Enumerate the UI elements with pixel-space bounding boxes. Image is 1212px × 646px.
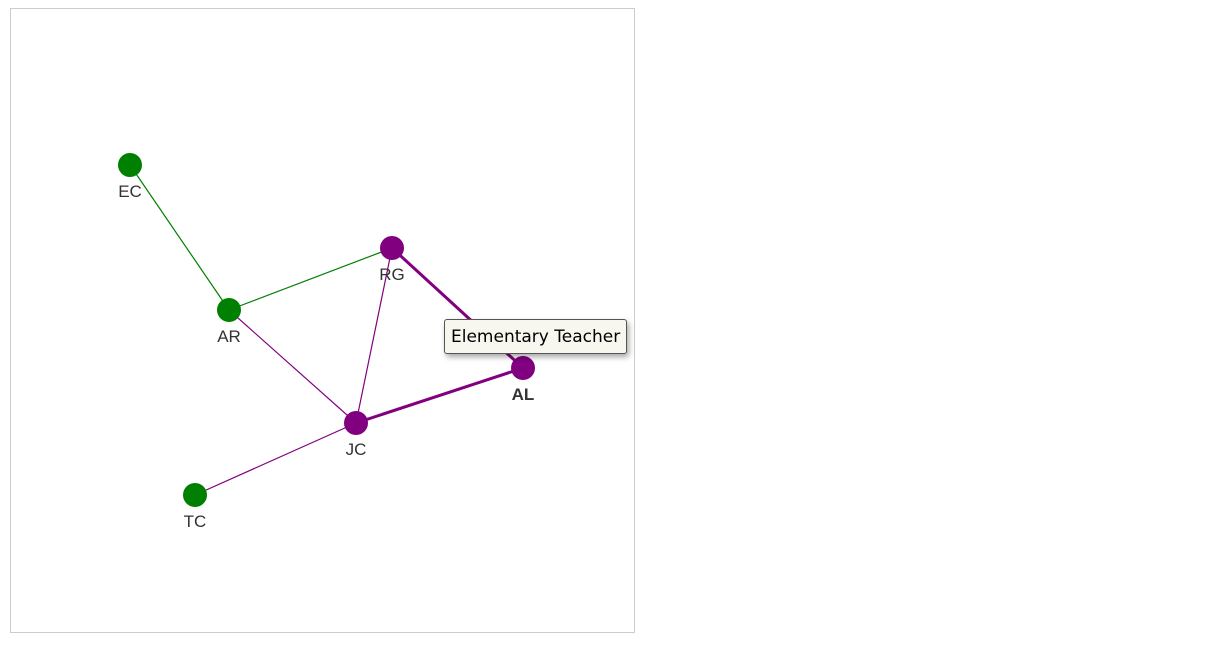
edge-ar-jc [228,309,357,424]
nodes-layer [118,153,535,507]
node-label-rg: RG [379,265,405,284]
edge-ar-rg [228,247,393,311]
edge-rg-jc [355,247,393,424]
node-ar[interactable] [217,298,241,322]
edge-tc-jc [194,422,357,496]
node-label-ec: EC [118,182,142,201]
node-label-ar: AR [217,327,241,346]
node-label-jc: JC [346,440,367,459]
node-ec[interactable] [118,153,142,177]
node-label-al: AL [512,385,535,404]
edge-ec-ar [129,164,230,311]
node-jc[interactable] [344,411,368,435]
node-label-tc: TC [184,512,207,531]
node-rg[interactable] [380,236,404,260]
node-tooltip: Elementary Teacher [444,319,628,354]
tooltip-text: Elementary Teacher [451,327,621,347]
labels-layer: EC AR RG AL JC TC [118,182,534,531]
node-al[interactable] [511,356,535,380]
node-tc[interactable] [183,483,207,507]
edge-jc-al [355,366,524,425]
